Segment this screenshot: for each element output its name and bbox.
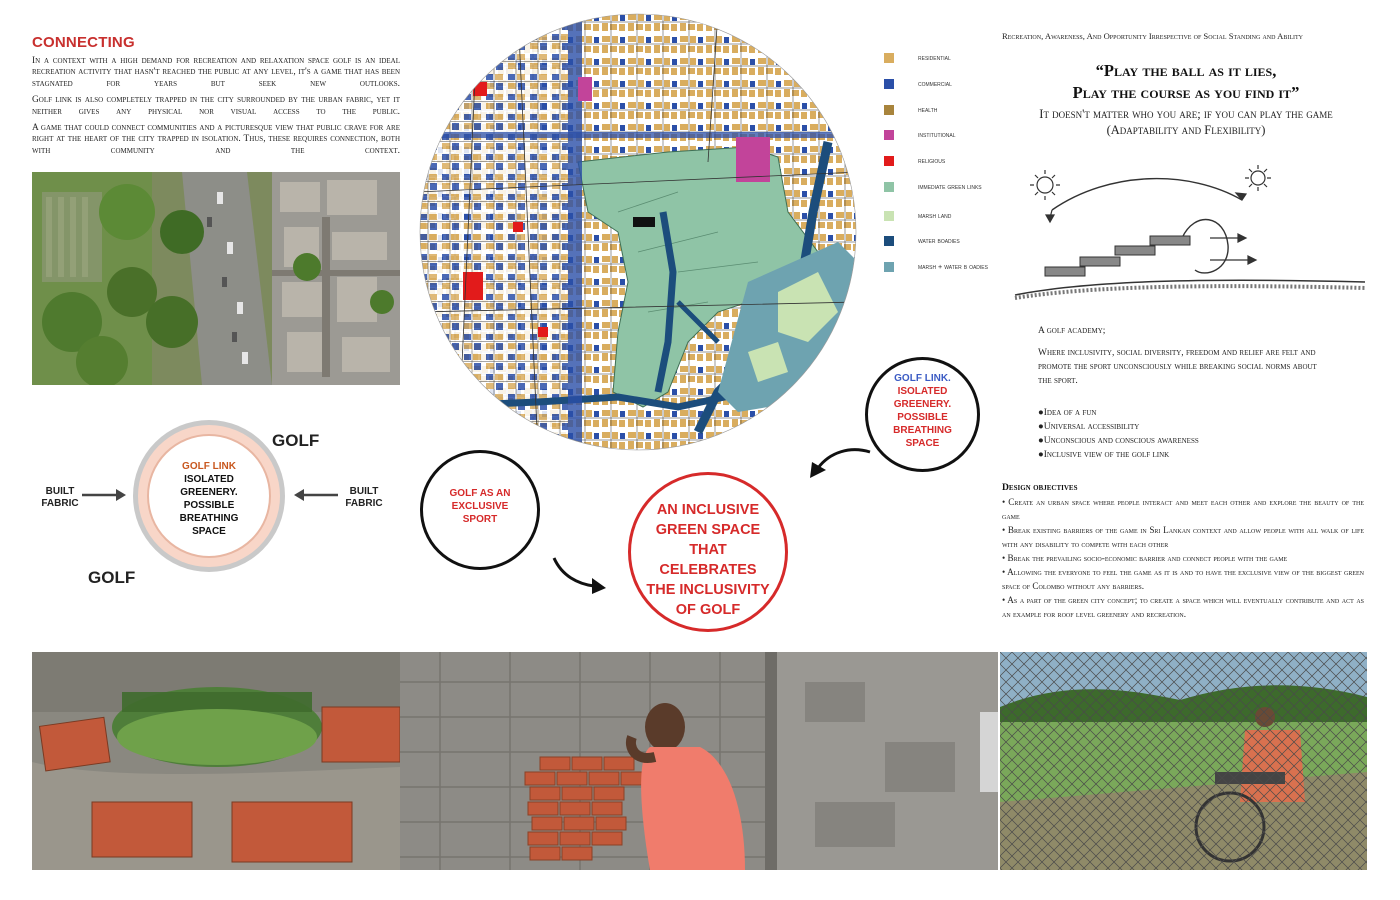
list-item: ●Unconscious and conscious awareness bbox=[1038, 436, 1199, 446]
arrow-left-icon bbox=[294, 489, 338, 501]
exclusive-sport-label: GOLF AS AN EXCLUSIVE SPORT bbox=[420, 487, 540, 526]
quote-subtitle-line-2: (Adaptability and Flexibility) bbox=[1106, 123, 1266, 137]
inclusive-green-space-text: AN INCLUSIVE GREEN SPACE THAT CELEBRATES… bbox=[646, 502, 770, 618]
golf-link-label: GOLF LINK ISOLATED GREENERY. POSSIBLE BR… bbox=[147, 460, 271, 538]
curved-arrow-icon bbox=[810, 448, 871, 478]
golf-label-bottom: GOLF bbox=[88, 568, 136, 587]
inclusive-green-space-label: AN INCLUSIVE GREEN SPACE THAT CELEBRATES… bbox=[628, 500, 788, 620]
photo-wall-hole bbox=[32, 652, 400, 870]
bullet-list: ●Idea of a fun ●Universal accessibility … bbox=[1038, 406, 1318, 462]
legend-label: institutional bbox=[918, 130, 956, 139]
legend-swatch bbox=[884, 182, 894, 192]
legend-label: marsh land bbox=[918, 211, 952, 220]
site-map bbox=[419, 13, 857, 451]
legend-swatch bbox=[884, 211, 894, 221]
photo-wheelchair-fence bbox=[1000, 652, 1367, 870]
golf-link-body: ISOLATED GREENERY. POSSIBLE BREATHING SP… bbox=[179, 474, 239, 537]
header-statement: Recreation, Awareness, And Opportunity I… bbox=[1002, 31, 1304, 41]
legend-swatch bbox=[884, 130, 894, 140]
arrow-right-icon bbox=[82, 489, 126, 501]
sun-path-sketch bbox=[1014, 165, 1366, 300]
intro-paragraph-1: In a context with a high demand for recr… bbox=[32, 56, 400, 89]
list-item: • Break existing barriers of the game in… bbox=[1002, 525, 1364, 549]
legend-label: commercial bbox=[918, 79, 952, 88]
academy-body: Where inclusivity, social diversity, fre… bbox=[1038, 348, 1317, 386]
curved-arrow-icon bbox=[552, 557, 606, 594]
legend-swatch bbox=[884, 53, 894, 63]
objectives-list: • Create an urban space where people int… bbox=[1002, 495, 1364, 621]
intro-paragraph-3: A game that could connect communities an… bbox=[32, 123, 400, 156]
quote-line-1: “Play the ball as it lies, bbox=[1095, 61, 1277, 80]
legend-swatch bbox=[884, 262, 894, 272]
legend-swatch bbox=[884, 79, 894, 89]
inclusive-green-space-circle bbox=[628, 472, 788, 632]
built-fabric-left: BUILT FABRIC bbox=[41, 486, 79, 509]
quote: “Play the ball as it lies, Play the cour… bbox=[1002, 60, 1370, 104]
academy-title: A golf academy; bbox=[1038, 326, 1106, 336]
list-item: • Create an urban space where people int… bbox=[1002, 497, 1364, 521]
golf-link-circle bbox=[865, 357, 980, 472]
list-item: • Break the prevailing socio-economic ba… bbox=[1002, 553, 1288, 563]
list-item: ●Inclusive view of the golf link bbox=[1038, 450, 1170, 460]
academy-text: A golf academy; Where inclusivity, socia… bbox=[1038, 324, 1318, 396]
objectives-title: Design objectives bbox=[1002, 482, 1078, 493]
photo-concrete-wall bbox=[765, 652, 998, 870]
quote-subtitle-line-1: It doesn't matter who you are; if you ca… bbox=[1039, 107, 1333, 121]
section-title: CONNECTING bbox=[32, 34, 135, 51]
legend-label: marsh + water b oadies bbox=[918, 262, 988, 271]
legend-label: religious bbox=[918, 156, 946, 165]
legend-label: immediate green links bbox=[918, 182, 982, 191]
legend-label: health bbox=[918, 105, 938, 114]
golf-link-title: GOLF LINK bbox=[182, 461, 236, 472]
legend-label: residential bbox=[918, 53, 951, 62]
golf-link-core bbox=[147, 434, 271, 558]
list-item: ●Idea of a fun bbox=[1038, 408, 1097, 418]
list-item: • As a part of the green city concept; t… bbox=[1002, 595, 1364, 619]
legend-swatch bbox=[884, 236, 894, 246]
golf-link-circle-body: ISOLATED GREENERY. POSSIBLE BREATHING SP… bbox=[893, 386, 952, 449]
golf-link-circle-title: GOLF LINK. bbox=[894, 373, 951, 384]
legend-label: water boadies bbox=[918, 236, 960, 245]
quote-subtitle: It doesn't matter who you are; if you ca… bbox=[1002, 106, 1370, 138]
legend-swatch bbox=[884, 105, 894, 115]
golf-label-top: GOLF bbox=[272, 431, 320, 450]
photo-man-at-wall bbox=[400, 652, 765, 870]
list-item: • Allowing the everyone to feel the game… bbox=[1002, 567, 1364, 591]
exclusive-sport-circle bbox=[420, 450, 540, 570]
aerial-photo bbox=[32, 172, 400, 385]
golf-link-circle-label: GOLF LINK. ISOLATED GREENERY. POSSIBLE B… bbox=[865, 372, 980, 450]
built-fabric-right: BUILT FABRIC bbox=[345, 486, 383, 509]
intro-text: In a context with a high demand for recr… bbox=[32, 56, 400, 162]
exclusive-sport-text: GOLF AS AN EXCLUSIVE SPORT bbox=[449, 488, 511, 525]
quote-line-2: Play the course as you find it” bbox=[1072, 83, 1300, 102]
legend-swatch bbox=[884, 156, 894, 166]
intro-paragraph-2: Golf link is also completely trapped in … bbox=[32, 95, 400, 117]
list-item: ●Universal accessibility bbox=[1038, 422, 1140, 432]
